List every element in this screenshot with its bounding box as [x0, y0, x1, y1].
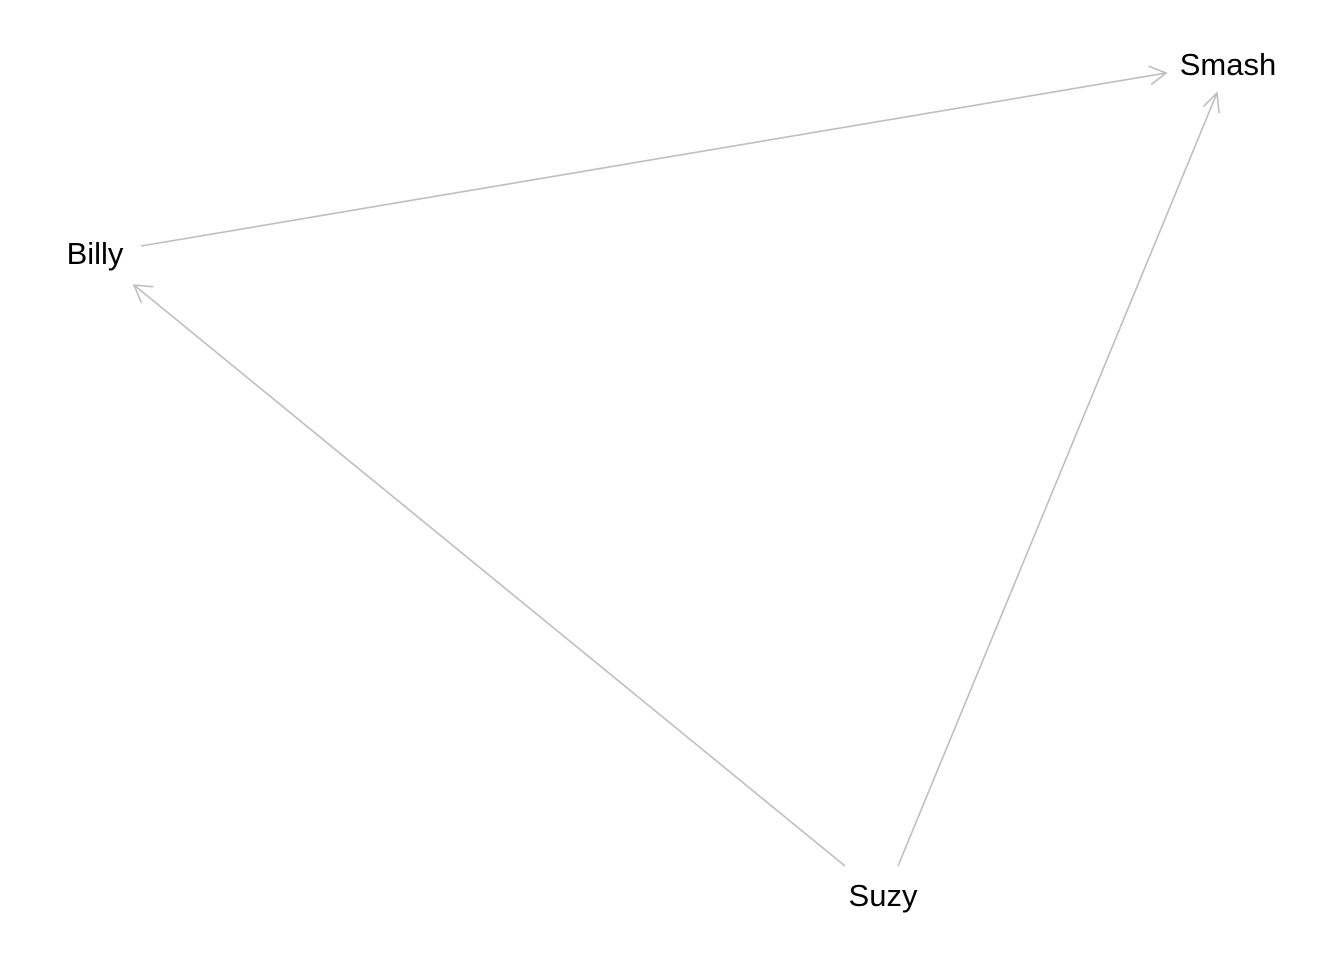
- node-billy-label: Billy: [67, 236, 124, 271]
- node-suzy-label: Suzy: [849, 878, 918, 913]
- edge-suzy-smash: [897, 91, 1220, 867]
- edge-billy-smash: [140, 65, 1168, 247]
- edge-suzy-smash-line: [897, 92, 1218, 867]
- node-smash-label: Smash: [1180, 47, 1276, 82]
- edge-billy-smash-line: [140, 72, 1167, 247]
- edge-suzy-smash-arrowhead: [1202, 91, 1220, 114]
- edge-suzy-billy-line: [133, 284, 846, 867]
- edge-suzy-billy: [132, 284, 846, 867]
- edge-suzy-billy-arrowhead: [132, 284, 154, 303]
- edge-billy-smash-arrowhead: [1148, 65, 1168, 86]
